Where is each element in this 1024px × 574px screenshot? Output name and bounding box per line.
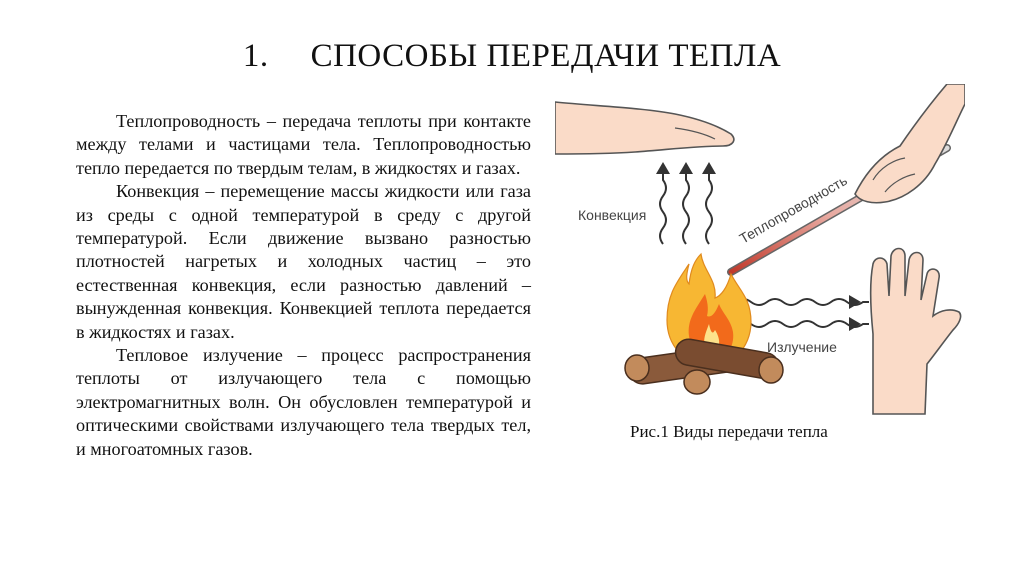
holding-hand-icon (854, 84, 965, 204)
wave-arrow-icon (734, 295, 869, 331)
page-title: 1. СПОСОБЫ ПЕРЕДАЧИ ТЕПЛА (0, 38, 1024, 75)
title-number: 1. (242, 38, 269, 74)
title-text: СПОСОБЫ ПЕРЕДАЧИ ТЕПЛА (310, 38, 782, 74)
logs-icon (624, 338, 784, 395)
paragraph-convection: Конвекция – перемещение массы жидкости и… (76, 181, 531, 342)
figure-caption: Рис.1 Виды передачи тепла (630, 422, 828, 441)
label-radiation: Излучение (767, 339, 837, 355)
heat-transfer-illustration: Конвекция Теплопроводность Излучение (555, 84, 965, 415)
paragraph-conduction: Теплопроводность – передача теплоты при … (76, 111, 531, 178)
body-text: Теплопроводность – передача теплоты при … (76, 110, 531, 461)
convection-arrows (656, 162, 716, 245)
label-convection: Конвекция (578, 207, 646, 223)
hand-icon (555, 101, 735, 155)
paragraph-radiation: Тепловое излучение – процесс распростран… (76, 345, 531, 459)
open-palm-icon (869, 247, 962, 415)
heat-transfer-figure: Конвекция Теплопроводность Излучение (555, 84, 965, 419)
